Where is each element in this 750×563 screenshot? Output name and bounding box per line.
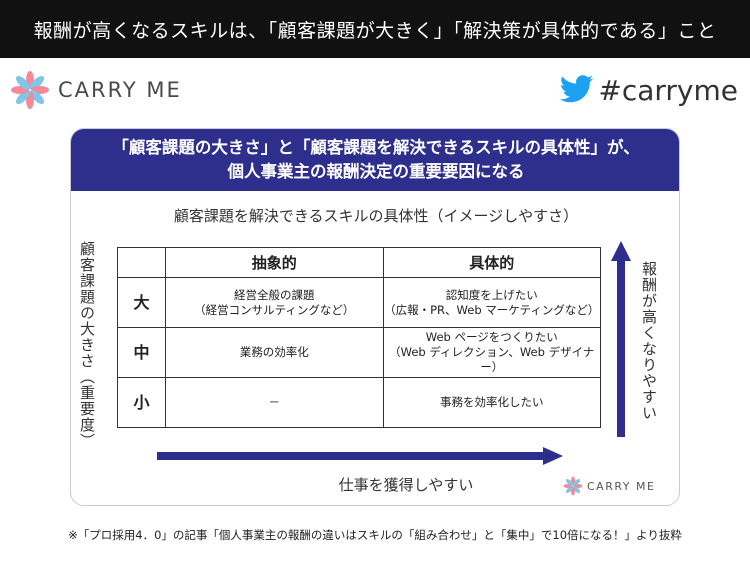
reward-axis-title: 報酬が高くなりやすい <box>640 261 658 421</box>
row-header-large: 大 <box>117 277 166 328</box>
column-header-concrete: 具体的 <box>382 247 601 278</box>
card-brand-name: CARRY ME <box>587 479 656 493</box>
carryme-logo-icon <box>563 476 583 496</box>
column-header-abstract: 抽象的 <box>165 247 384 278</box>
cell-text: － <box>268 395 281 409</box>
footnote: ※「プロ採用4．0」の記事「個人事業主の報酬の違いはスキルの「組み合わせ」と「集… <box>68 528 682 542</box>
cell-large-abstract: 経営全般の課題 （経営コンサルティングなど） <box>165 277 384 328</box>
cell-text: 経営全般の課題 <box>234 287 315 302</box>
banner-title: 報酬が高くなるスキルは、「顧客課題が大きく」「解決策が具体的である」こと <box>33 19 717 42</box>
brand-logo-area: CARRY ME <box>10 70 182 110</box>
cell-small-abstract: － <box>165 377 384 428</box>
card-brand: CARRY ME <box>563 475 655 497</box>
matrix-row-large: 大 経営全般の課題 （経営コンサルティングなど） 認知度を上げたい （広報・PR… <box>117 277 601 328</box>
card-header-line1: 「顧客課題の大きさ」と「顧客課題を解決できるスキルの具体性」が、 <box>112 138 640 157</box>
cell-medium-abstract: 業務の効率化 <box>165 327 384 378</box>
cell-large-concrete: 認知度を上げたい （広報・PR、Web マーケティングなど） <box>382 277 601 328</box>
cell-text: （Web ディレクション、Web デザイナー） <box>389 345 595 374</box>
arrow-right-icon <box>157 447 563 465</box>
carryme-logo-icon <box>11 71 49 109</box>
row-header-medium: 中 <box>117 327 166 378</box>
cell-text: 認知度を上げたい <box>445 287 538 302</box>
card-header: 「顧客課題の大きさ」と「顧客課題を解決できるスキルの具体性」が、 個人事業主の報… <box>71 129 679 191</box>
cell-text: Web ページをつくりたい <box>425 330 558 344</box>
top-banner: 報酬が高くなるスキルは、「顧客課題が大きく」「解決策が具体的である」こと <box>0 0 750 58</box>
bottom-axis-label: 仕事を獲得しやすい <box>338 476 474 494</box>
hashtag-text: #carryme <box>598 73 738 107</box>
card-header-line2: 個人事業主の報酬決定の重要要因になる <box>227 162 525 181</box>
matrix-row-small: 小 － 事務を効率化したい <box>117 377 601 428</box>
matrix-row-medium: 中 業務の効率化 Web ページをつくりたい （Web ディレクション、Web … <box>117 327 601 378</box>
y-axis-title: 顧客課題の大きさ（重要度） <box>78 241 96 449</box>
matrix-header-row: 抽象的 具体的 <box>117 247 601 278</box>
cell-small-concrete: 事務を効率化したい <box>382 377 601 428</box>
cell-medium-concrete: Web ページをつくりたい （Web ディレクション、Web デザイナー） <box>382 327 601 378</box>
x-axis-title: 顧客課題を解決できるスキルの具体性（イメージしやすさ） <box>173 207 579 225</box>
skill-matrix: 抽象的 具体的 大 経営全般の課題 （経営コンサルティングなど） 認知度を上げた… <box>117 247 601 428</box>
arrow-up-icon <box>611 241 631 437</box>
cell-text: 業務の効率化 <box>239 345 309 359</box>
diagram-card: 「顧客課題の大きさ」と「顧客課題を解決できるスキルの具体性」が、 個人事業主の報… <box>70 128 680 506</box>
brand-name: CARRY ME <box>58 78 182 102</box>
hashtag-area: #carryme <box>560 70 738 110</box>
row-header-small: 小 <box>117 377 166 428</box>
cell-text: （経営コンサルティングなど） <box>194 302 355 317</box>
matrix-corner <box>117 247 166 278</box>
cell-text: 事務を効率化したい <box>440 395 544 409</box>
twitter-bird-icon <box>560 75 594 103</box>
cell-text: （広報・PR、Web マーケティングなど） <box>384 302 600 317</box>
